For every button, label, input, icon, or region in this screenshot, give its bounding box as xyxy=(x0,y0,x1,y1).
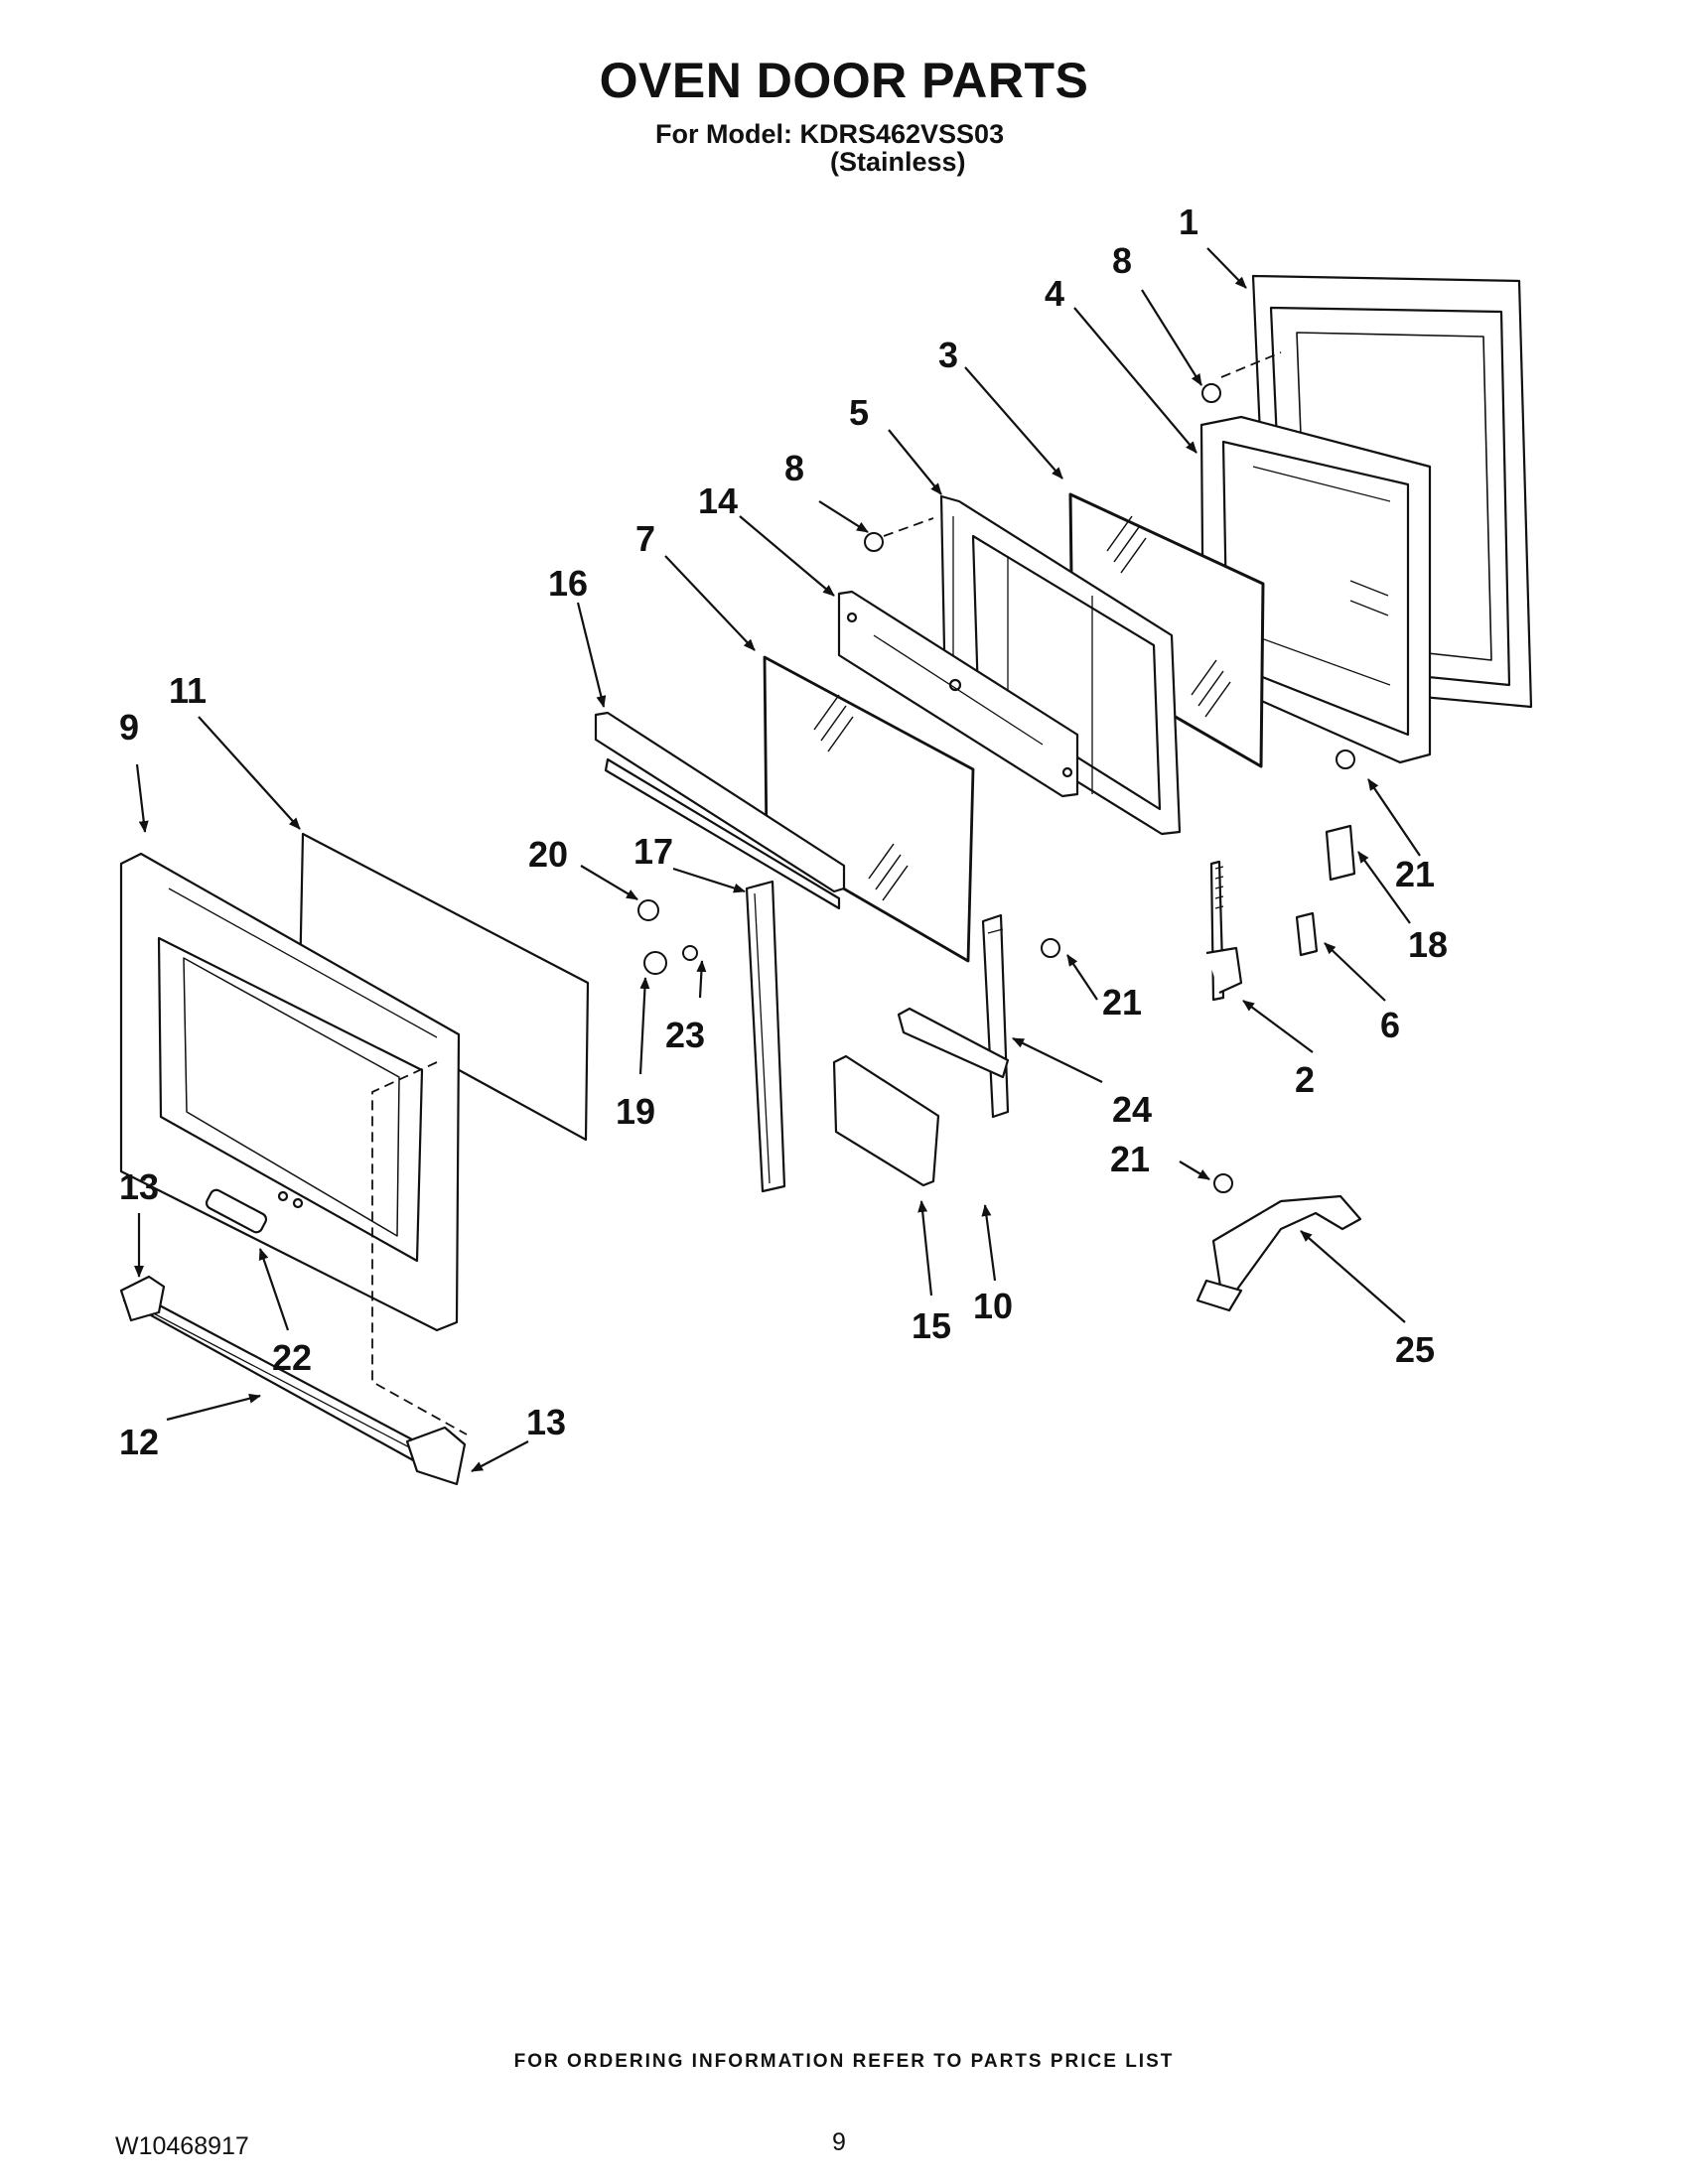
callout-label: 10 xyxy=(973,1286,1013,1326)
document-number: W10468917 xyxy=(115,2132,249,2160)
callout-label: 12 xyxy=(119,1422,159,1462)
outer-glass-part xyxy=(763,655,975,963)
hinge-support-part xyxy=(1196,1194,1362,1312)
callout-label: 1 xyxy=(1179,202,1198,242)
callout-label: 6 xyxy=(1380,1005,1400,1045)
callout-label: 9 xyxy=(119,707,139,748)
callout-label: 17 xyxy=(633,831,673,872)
insulation-panel-part xyxy=(298,832,590,1142)
callout-label: 11 xyxy=(169,670,207,711)
page-title: OVEN DOOR PARTS xyxy=(599,53,1089,108)
leader-lines xyxy=(134,247,1421,1472)
handle-end-cap-left-part xyxy=(119,1275,166,1322)
callout-label: 3 xyxy=(938,335,958,375)
hinge-receptacle-part xyxy=(1295,911,1319,957)
callout-label: 18 xyxy=(1408,924,1448,965)
callout-label: 8 xyxy=(784,448,804,488)
callout-label: 21 xyxy=(1110,1139,1150,1179)
handle-part xyxy=(122,1293,429,1463)
callout-label: 4 xyxy=(1045,273,1064,314)
callout-label: 24 xyxy=(1112,1089,1152,1130)
bracket-part xyxy=(897,1007,1010,1079)
handle-end-cap-right-part xyxy=(405,1426,467,1486)
hinge-bracket-part xyxy=(981,913,1010,1119)
trim-strip-part xyxy=(594,711,846,910)
callout-label: 14 xyxy=(698,480,738,521)
model-line: For Model: KDRS462VSS03 xyxy=(655,119,1005,149)
callout-label: 25 xyxy=(1395,1329,1435,1370)
callout-label: 21 xyxy=(1395,854,1435,894)
callout-label: 19 xyxy=(616,1091,655,1132)
callout-label: 23 xyxy=(665,1015,705,1055)
hinge-part xyxy=(1205,860,1243,1002)
callout-label: 13 xyxy=(526,1402,566,1442)
callout-label: 21 xyxy=(1102,982,1142,1023)
fasteners xyxy=(637,383,1355,1193)
callout-label: 16 xyxy=(548,563,588,604)
callout-label: 13 xyxy=(119,1166,159,1207)
outer-door-panel-part xyxy=(119,852,461,1332)
page-number: 9 xyxy=(832,2128,846,2156)
side-channel-part xyxy=(745,880,786,1193)
callout-label: 2 xyxy=(1295,1059,1315,1100)
hinge-cover-part xyxy=(1325,824,1356,882)
vent-channel-part xyxy=(837,590,1079,798)
callout-label: 20 xyxy=(528,834,568,875)
callout-label: 15 xyxy=(912,1305,951,1346)
callout-label: 8 xyxy=(1112,240,1132,281)
ordering-info-note: FOR ORDERING INFORMATION REFER TO PARTS … xyxy=(513,2051,1175,2072)
variant-line: (Stainless) xyxy=(830,147,966,177)
callout-label: 7 xyxy=(635,518,655,559)
lower-channel-part xyxy=(832,1054,940,1187)
callout-label: 5 xyxy=(849,392,869,433)
callout-labels: 1 8 4 3 5 8 14 7 16 11 9 20 17 21 18 6 2… xyxy=(119,202,1448,1462)
callout-label: 22 xyxy=(272,1337,312,1378)
assembly-lines xyxy=(371,351,1282,1435)
